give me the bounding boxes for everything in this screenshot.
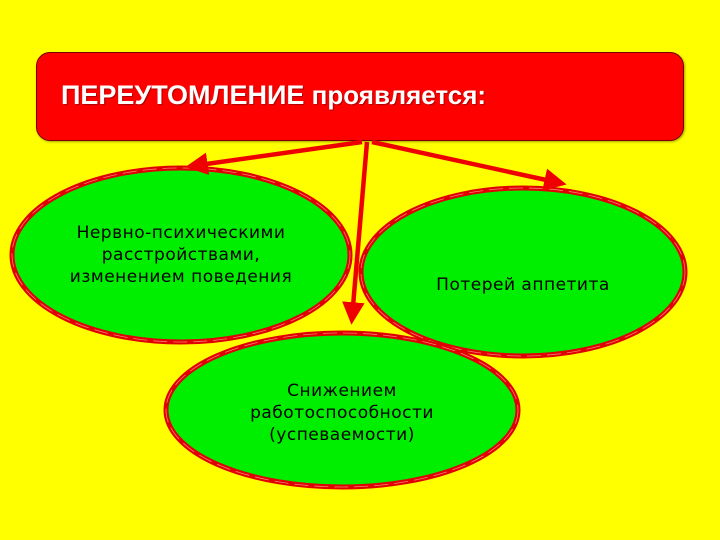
arrow-to-right <box>371 139 567 191</box>
node-bottom-line-2: работоспособности <box>250 403 434 423</box>
node-left-label: Нервно-психическими расстройствами, изме… <box>20 200 342 310</box>
ellipse-bottom <box>163 330 521 490</box>
ellipse-left <box>9 165 353 345</box>
title-caps: ПЕРЕУТОМЛЕНИЕ <box>61 80 305 110</box>
node-bottom-label: Снижением работоспособности (успеваемост… <box>190 368 494 458</box>
node-bottom-line-3: (успеваемости) <box>269 425 415 445</box>
node-left-line-2: расстройствами, <box>101 245 261 265</box>
node-right-label: Потерей аппетита <box>380 270 666 300</box>
node-left-line-3: изменением поведения <box>69 267 293 287</box>
title-box: ПЕРЕУТОМЛЕНИЕ проявляется: <box>36 52 684 141</box>
node-bottom-line-1: Снижением <box>287 381 397 401</box>
title-text: ПЕРЕУТОМЛЕНИЕ проявляется: <box>61 80 486 111</box>
node-left-line-1: Нервно-психическими <box>76 223 286 243</box>
arrow-to-left <box>185 139 363 175</box>
title-rest: проявляется: <box>304 80 487 110</box>
arrow-to-bottom <box>342 141 370 325</box>
node-right-line-1: Потерей аппетита <box>436 275 610 295</box>
ellipse-right <box>358 185 688 359</box>
